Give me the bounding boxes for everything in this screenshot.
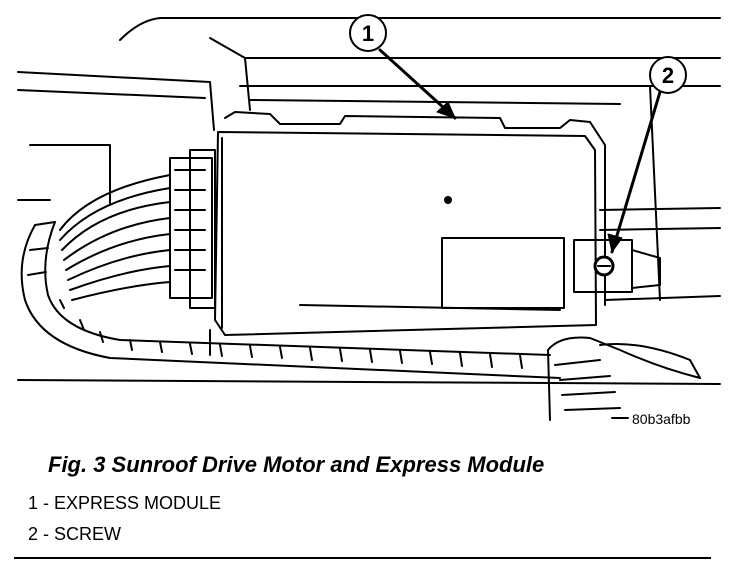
wiring-harness bbox=[20, 221, 561, 379]
callout-2-number: 2 bbox=[662, 63, 674, 88]
mounting-tab bbox=[573, 239, 661, 293]
roof-structure bbox=[17, 17, 721, 385]
legend-item-express-module: 1 - EXPRESS MODULE bbox=[28, 493, 222, 513]
mounting-rail bbox=[224, 111, 606, 306]
harness-clip bbox=[547, 336, 701, 421]
image-id: 80b3afbb bbox=[632, 411, 691, 427]
express-module bbox=[209, 131, 597, 356]
bottom-rule bbox=[14, 557, 711, 559]
callout-1: 1 bbox=[349, 14, 457, 120]
callout-2: 2 bbox=[607, 56, 687, 254]
legend-item-screw: 2 - SCREW bbox=[28, 524, 122, 544]
wire-bundle bbox=[59, 174, 171, 301]
figure-caption: Fig. 3 Sunroof Drive Motor and Express M… bbox=[48, 452, 545, 477]
module-connector bbox=[169, 149, 216, 309]
diagram-figure: 1 2 80b3afbb bbox=[17, 14, 721, 427]
callout-1-number: 1 bbox=[362, 21, 374, 46]
